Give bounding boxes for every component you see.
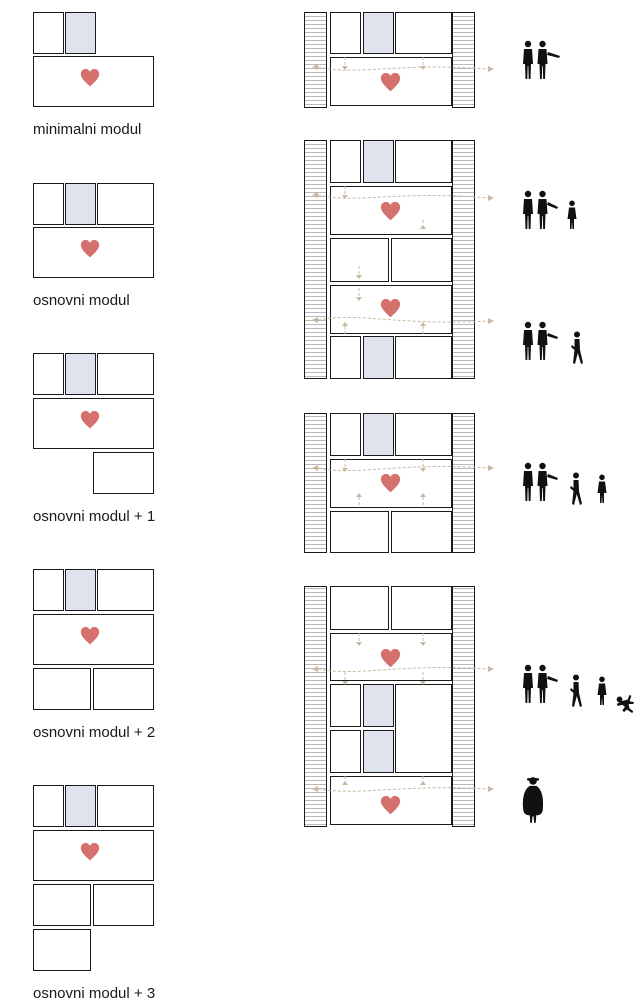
label-minimal-module: minimalni modul xyxy=(33,121,142,138)
building-stack xyxy=(304,12,635,827)
circulation-cores xyxy=(304,12,475,827)
label-basic-module-plus-3: osnovni modul + 3 xyxy=(33,985,156,1002)
person-icon xyxy=(597,676,607,705)
heart-icon xyxy=(380,201,401,221)
people-group-2 xyxy=(523,190,577,229)
heart-icon xyxy=(80,239,100,258)
module-minimal xyxy=(33,12,154,107)
module-basic-plus-1 xyxy=(33,353,154,494)
label-basic-module-plus-2: osnovni modul + 2 xyxy=(33,724,156,741)
person-icon xyxy=(523,462,533,501)
person-icon xyxy=(537,462,548,501)
module-basic-plus-3 xyxy=(33,785,154,971)
person-icon xyxy=(523,664,533,703)
person-icon xyxy=(523,40,533,79)
heart-icon xyxy=(380,473,401,493)
person-icon xyxy=(571,331,583,364)
module-basic-plus-2 xyxy=(33,569,154,710)
person-icon xyxy=(597,474,607,503)
module-basic xyxy=(33,183,154,278)
person-icon xyxy=(522,777,544,823)
heart-icon xyxy=(380,72,401,92)
person-icon xyxy=(523,190,533,229)
person-icon xyxy=(537,190,548,229)
people-group-6 xyxy=(522,777,544,823)
person-icon xyxy=(537,321,548,360)
label-basic-module-plus-1: osnovni modul + 1 xyxy=(33,508,156,525)
person-icon xyxy=(570,674,582,707)
heart-icon xyxy=(80,410,100,429)
heart-icon xyxy=(380,795,401,815)
people-groups xyxy=(522,40,635,823)
circulation-arrow-icon xyxy=(317,57,489,792)
person-icon xyxy=(570,472,582,505)
people-group-5 xyxy=(523,664,635,714)
person-icon xyxy=(523,321,533,360)
people-group-3 xyxy=(523,321,583,364)
person-icon xyxy=(537,40,548,79)
person-icon xyxy=(537,664,548,703)
heart-icon xyxy=(80,842,100,861)
heart-icon xyxy=(380,298,401,318)
heart-icon xyxy=(380,648,401,668)
heart-icon xyxy=(80,68,100,87)
heart-icon xyxy=(80,626,100,645)
person-icon xyxy=(567,200,577,229)
people-group-4 xyxy=(523,462,607,505)
person-icon xyxy=(616,694,635,714)
label-basic-module: osnovni modul xyxy=(33,292,130,309)
people-group-1 xyxy=(523,40,560,79)
